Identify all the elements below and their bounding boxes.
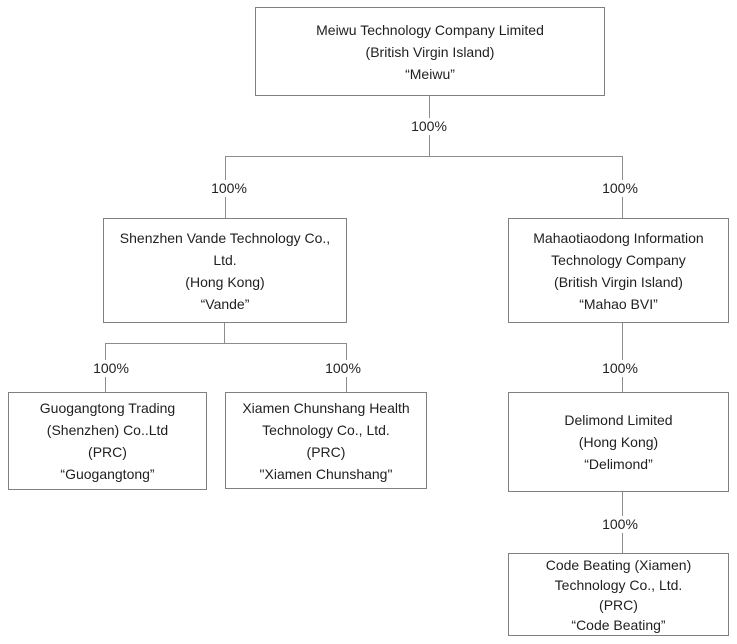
entity-name-cont: Technology Co., Ltd. — [262, 421, 390, 438]
entity-name: Code Beating (Xiamen) — [545, 556, 692, 573]
entity-jurisdiction: (British Virgin Island) — [365, 43, 495, 60]
entity-box-guogangtong: Guogangtong Trading (Shenzhen) Co..Ltd (… — [8, 392, 207, 490]
entity-box-code-beating: Code Beating (Xiamen) Technology Co., Lt… — [508, 553, 729, 636]
entity-alias: “Delimond” — [584, 456, 653, 472]
entity-name: Guogangtong Trading — [39, 400, 176, 416]
entity-alias: “Vande” — [200, 295, 250, 312]
entity-name-cont: (Shenzhen) Co..Ltd — [46, 422, 169, 438]
connector-vande-split — [105, 343, 347, 344]
entity-box-meiwu: Meiwu Technology Company Limited (Britis… — [255, 7, 605, 96]
entity-box-xiamen-chunshang: Xiamen Chunshang Health Technology Co., … — [225, 392, 427, 489]
entity-alias: “Code Beating” — [571, 616, 666, 633]
entity-name: Mahaotiaodong Information — [533, 229, 704, 246]
entity-jurisdiction: (Hong Kong) — [185, 273, 265, 290]
entity-name-cont: Ltd. — [213, 251, 237, 268]
entity-jurisdiction: (PRC) — [599, 596, 638, 613]
ownership-label-vande-branch: 100% — [207, 180, 251, 197]
entity-jurisdiction: (British Virgin Island) — [554, 273, 683, 290]
ownership-label-delimond: 100% — [598, 360, 642, 377]
entity-name-cont: Technology Company — [551, 251, 686, 268]
entity-jurisdiction: (PRC) — [306, 443, 346, 460]
ownership-label-mahao-branch: 100% — [598, 180, 642, 197]
entity-box-vande: Shenzhen Vande Technology Co., Ltd. (Hon… — [103, 218, 347, 323]
entity-name: Xiamen Chunshang Health — [242, 399, 410, 416]
entity-box-mahao-bvi: Mahaotiaodong Information Technology Com… — [508, 218, 729, 323]
entity-alias: "Xiamen Chunshang" — [259, 465, 393, 482]
entity-jurisdiction: (Hong Kong) — [578, 434, 659, 450]
entity-jurisdiction: (PRC) — [88, 444, 127, 460]
entity-alias: “Meiwu” — [405, 65, 455, 82]
entity-name: Meiwu Technology Company Limited — [316, 21, 544, 38]
ownership-label-meiwu-stem: 100% — [407, 118, 451, 135]
entity-box-delimond: Delimond Limited (Hong Kong) “Delimond” — [508, 392, 729, 492]
connector-delimond-drop — [622, 323, 623, 392]
entity-alias: “Mahao BVI” — [579, 295, 658, 312]
entity-name: Shenzhen Vande Technology Co., — [119, 229, 331, 246]
entity-name-cont: Technology Co., Ltd. — [554, 576, 683, 593]
ownership-label-guogangtong: 100% — [89, 360, 133, 377]
entity-name: Delimond Limited — [564, 412, 673, 428]
connector-vande-stem — [224, 323, 225, 343]
ownership-label-codebeating: 100% — [598, 516, 642, 533]
ownership-label-xiamen: 100% — [321, 360, 365, 377]
entity-alias: “Guogangtong” — [60, 466, 155, 482]
connector-top-split — [225, 156, 623, 157]
